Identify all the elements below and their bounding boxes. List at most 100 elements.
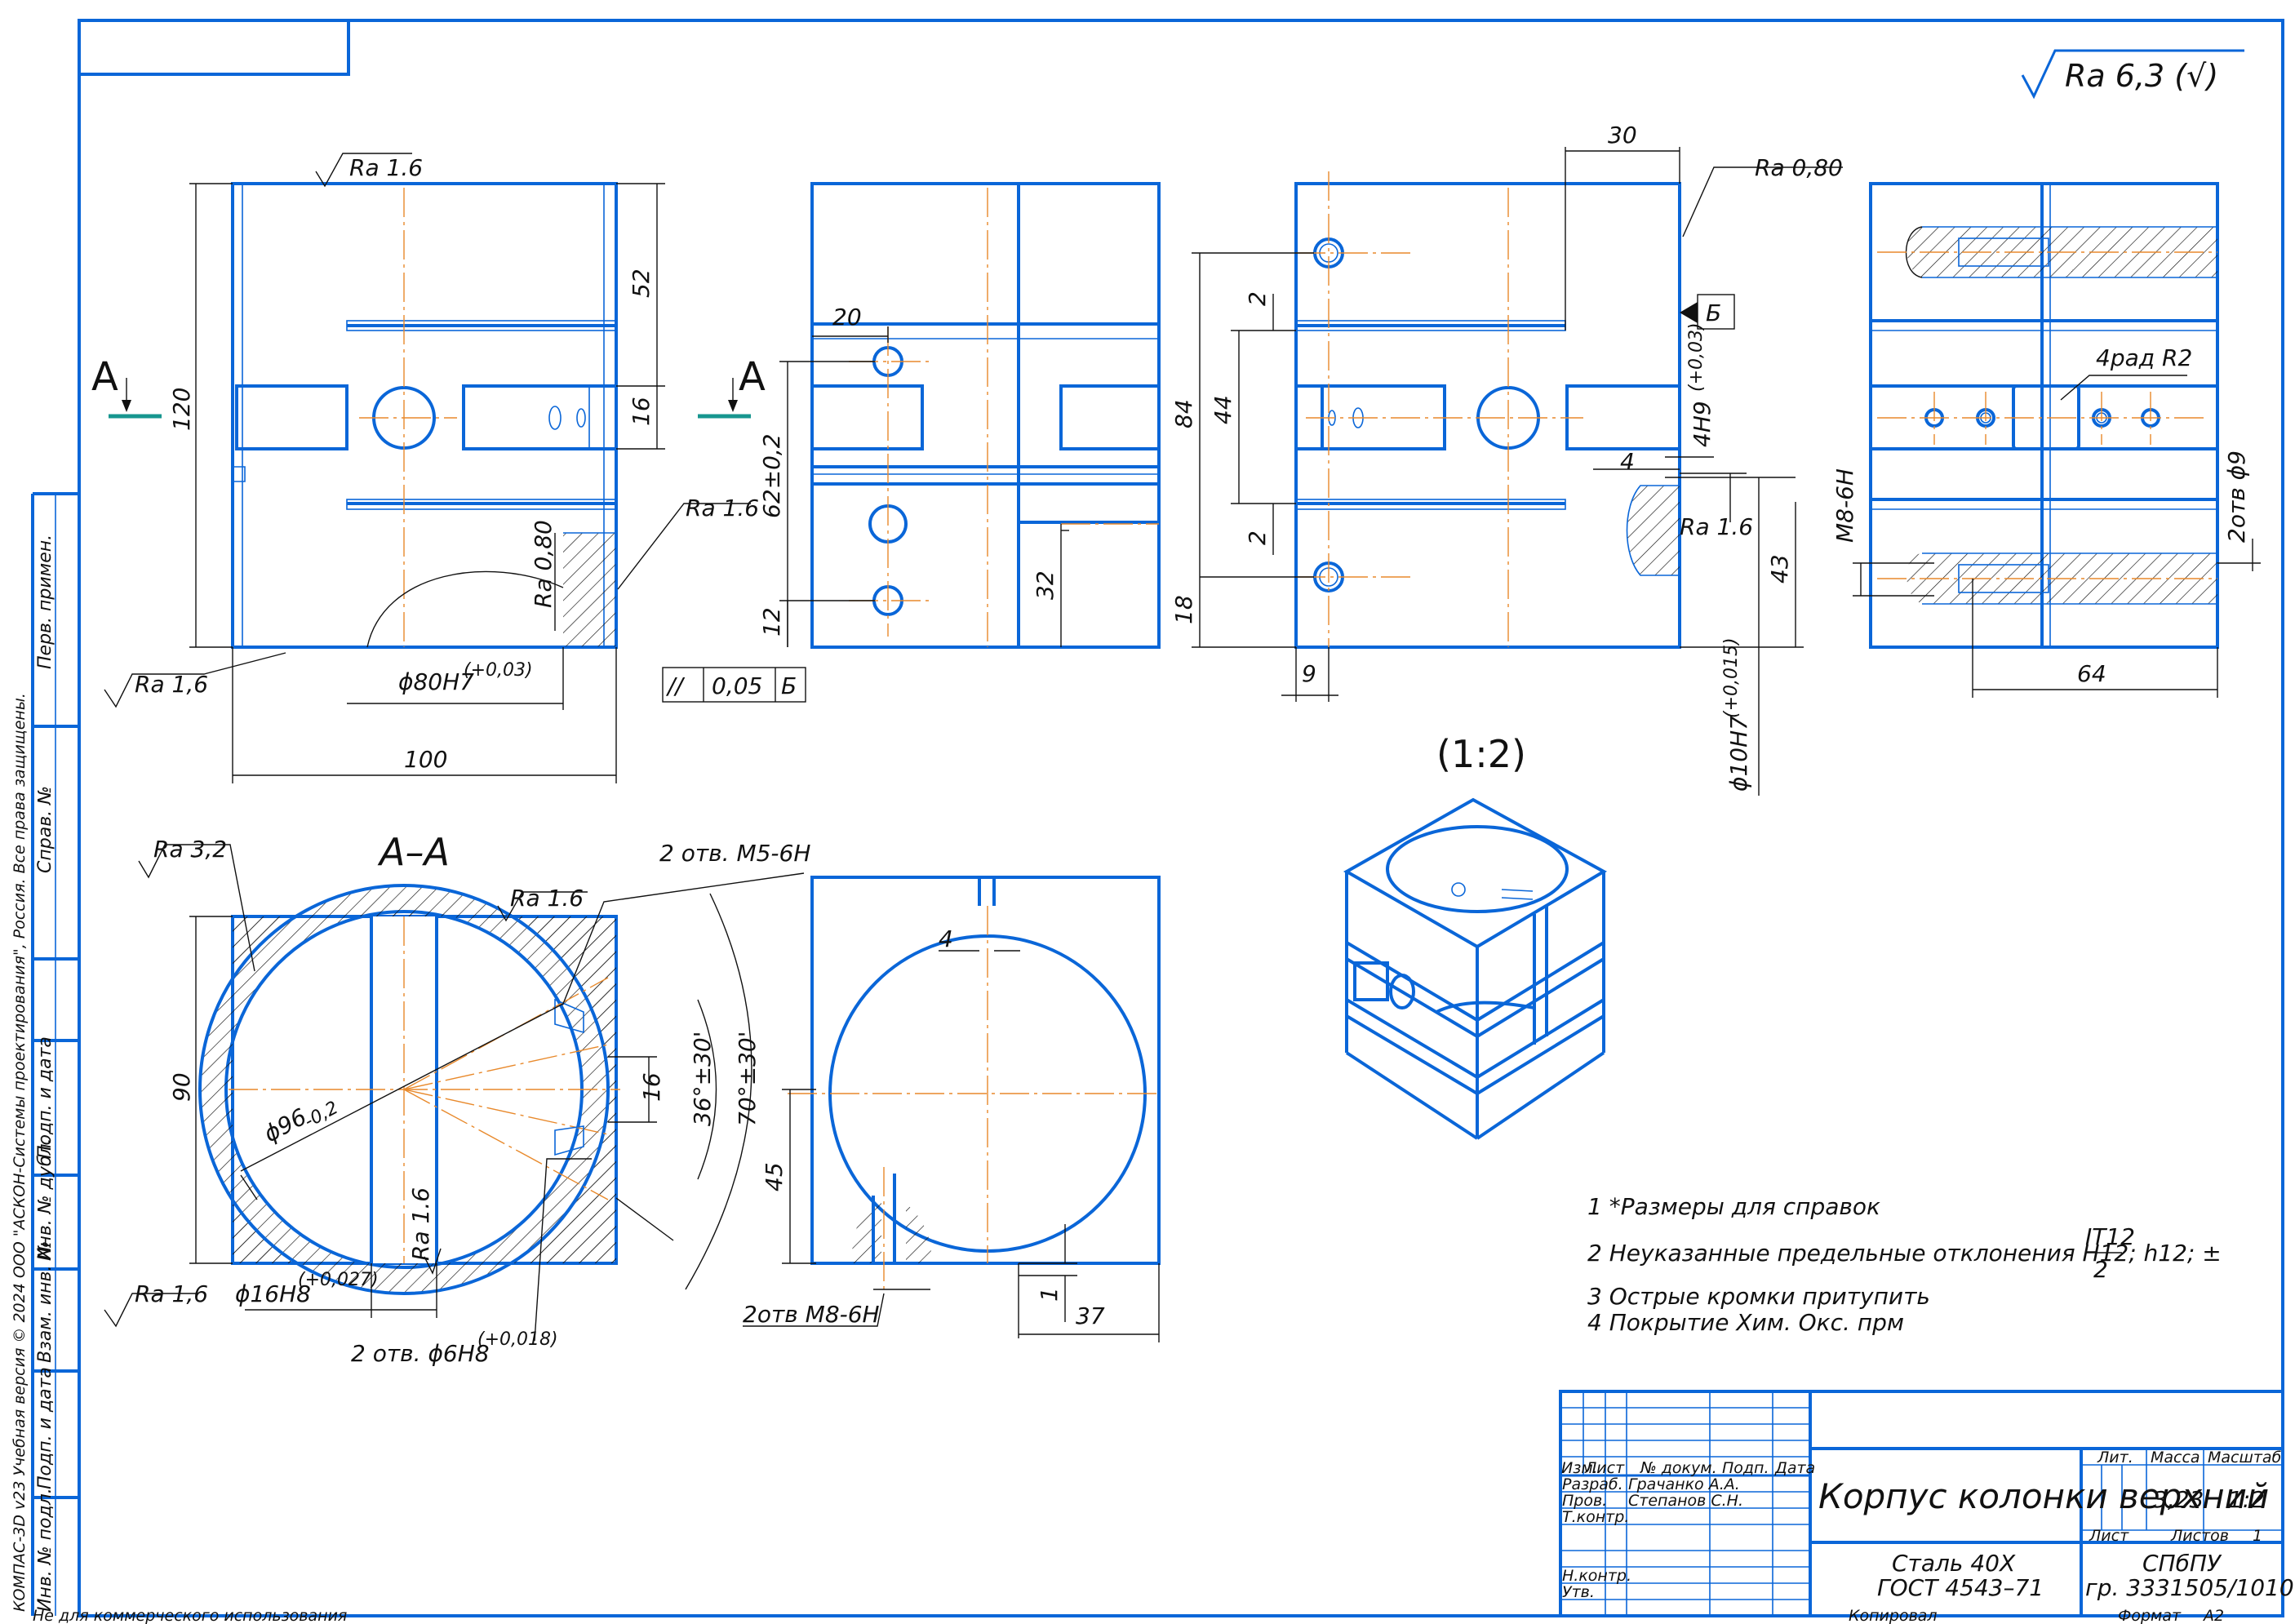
tolerance-frame: // 0,05 Б [662,667,806,703]
section-mark-right: А [739,354,766,400]
view-right-text: 30 Ra 0,80 Б 84 44 2 2 18 9 4 4H9 (+0,03… [1170,122,1843,792]
general-roughness: Ra 6,3 (√) [2021,49,2244,100]
dim-52: 52 [628,268,655,298]
note-1: 1 *Размеры для справок [1587,1193,1880,1220]
side-label-podp2: Подп. и дата [35,1367,55,1489]
view-side [779,182,1161,649]
dim-100: 100 [404,746,447,773]
section-title: А–А [377,830,450,874]
roughness-right-face: Ra 0,80 [1755,154,1843,181]
dim-d10: ϕ10H7 [1725,716,1752,792]
side-label-vzam: Взам. инв. № [35,1241,55,1363]
roughness-inner-left: Ra 0,80 [530,520,557,608]
footer: Не для коммерческого использования Копир… [33,1607,2224,1624]
view-far-right [1853,182,2261,698]
side-column-labels: Перв. примен. Справ. № Подп. и дата Инв.… [11,535,55,1612]
section-aa [104,844,805,1342]
dim-43: 43 [1766,554,1793,583]
tb-role-razrab: Разраб. [1562,1475,1623,1493]
tb-col-doc: № докум. [1640,1459,1717,1477]
isometric-view: (1:2) [1343,732,1608,1140]
general-roughness-text: Ra 6,3 (√) [2065,58,2218,94]
dim-30: 30 [1608,122,1637,149]
tb-org-1: СПбПУ [2142,1550,2222,1577]
dim-16a: 16 [628,397,655,426]
footer-left: Не для коммерческого использования [33,1607,347,1624]
tb-name-razrab: Грачанко А.А. [1628,1475,1740,1493]
roughness-section-top: Ra 1.6 [510,885,584,912]
tb-material-2: ГОСТ 4543–71 [1877,1574,2044,1601]
tb-role-prov: Пров. [1562,1492,1607,1510]
dim-4h9-tol: (+0,03) [1686,322,1707,392]
dim-6h8-tol: (+0,018) [477,1329,558,1350]
view-side-text: 20 62±0,2 12 32 [758,304,1059,637]
dim-holes9: 2отв ϕ9 [2223,450,2250,543]
dim-37: 37 [1076,1302,1105,1329]
side-label-inv-dubl: Инв. № дубл. [35,1138,55,1261]
title-block: Изм. Лист № докум. Подп. Дата Разраб. Пр… [1559,1390,2295,1617]
sheet-frame [31,19,2284,1617]
dim-96: ϕ96 [260,1103,311,1148]
tolerance-value: 0,05 [712,672,762,699]
view-bottom-side-text: 4 45 1 37 2отв M8-6H [743,925,1105,1329]
note-fraction-num: IT12 [2085,1223,2135,1250]
tb-part-name: Корпус колонки верхний [1818,1476,2269,1516]
tb-material-1: Сталь 40Х [1892,1550,2016,1577]
dim-6h8: 2 отв. ϕ6H8 [351,1340,490,1367]
side-label-podp1: Подп. и дата [35,1036,55,1159]
dim-d80: ϕ80H7 [398,668,474,695]
tb-massa: Масса [2151,1449,2200,1466]
roughness-bore: Ra 1,6 [135,671,208,698]
tolerance-symbol: // [665,672,685,699]
side-label-sprav: Справ. № [35,786,55,873]
tb-col-izm: Изм. [1561,1459,1598,1477]
dim-4: 4 [1620,448,1635,475]
tolerance-datum: Б [781,672,797,699]
dim-4h9: 4H9 [1689,401,1716,447]
tb-scale-value: 1:2 [2228,1486,2265,1513]
section-mark-left: А [91,354,118,400]
dim-m8: M8-6H [1831,468,1858,543]
roughness-groove-right: Ra 1.6 [1680,513,1753,540]
dim-45: 45 [761,1162,788,1191]
tb-col-list: Лист [1584,1459,1625,1477]
roughness-section-bottom: Ra 1,6 [135,1280,208,1307]
note-fraction-den: 2 [2093,1256,2108,1283]
dim-18: 18 [1170,595,1197,624]
dim-20: 20 [832,304,862,331]
footer-format-value: А2 [2202,1607,2224,1624]
tb-col-date: Дата [1774,1459,1815,1477]
side-label-perv: Перв. примен. [35,535,55,669]
dim-gap4: 4 [939,925,953,952]
dim-d80-tol: (+0,03) [464,660,533,681]
view-bottom-side [743,876,1161,1342]
dim-rad: 4рад R2 [2096,344,2192,371]
dim-9: 9 [1302,660,1316,687]
section-aa-text: А–А Ra 3,2 Ra 1.6 90 ϕ96 -0,2 Ra 1.6 Ra … [135,830,810,1367]
dim-96-tol: -0,2 [301,1098,342,1132]
tb-name-prov: Степанов С.Н. [1628,1492,1743,1510]
dim-2a: 2 [1244,291,1271,306]
vertical-notice: КОМПАС-3D v23 Учебная версия © 2024 ООО … [11,693,29,1612]
iso-scale: (1:2) [1436,732,1526,776]
dim-2b: 2 [1244,530,1271,545]
dim-32: 32 [1032,570,1059,600]
dim-ang36: 36°±30' [689,1032,716,1126]
dim-m5: 2 отв. M5-6H [659,840,810,867]
tb-col-sign: Подп. [1722,1459,1769,1477]
dim-84: 84 [1170,399,1197,428]
tb-role-utv: Утв. [1562,1583,1595,1601]
tb-sheets: Листов [2170,1527,2229,1545]
dim-m8b: 2отв M8-6H [743,1301,880,1328]
tb-masshtab: Масштаб [2208,1449,2282,1466]
view-right [1192,147,1843,796]
tb-role-tkontr: Т.контр. [1562,1508,1629,1526]
notes: 1 *Размеры для справок 2 Неуказанные пре… [1587,1193,2222,1336]
note-3: 3 Острые кромки притупить [1587,1283,1930,1310]
roughness-section-bore: Ra 1.6 [407,1187,434,1261]
dim-44: 44 [1210,395,1236,424]
section-marks: А А [91,354,766,419]
dim-16h8: ϕ16H8 [235,1280,311,1307]
dim-16b: 16 [638,1072,665,1102]
